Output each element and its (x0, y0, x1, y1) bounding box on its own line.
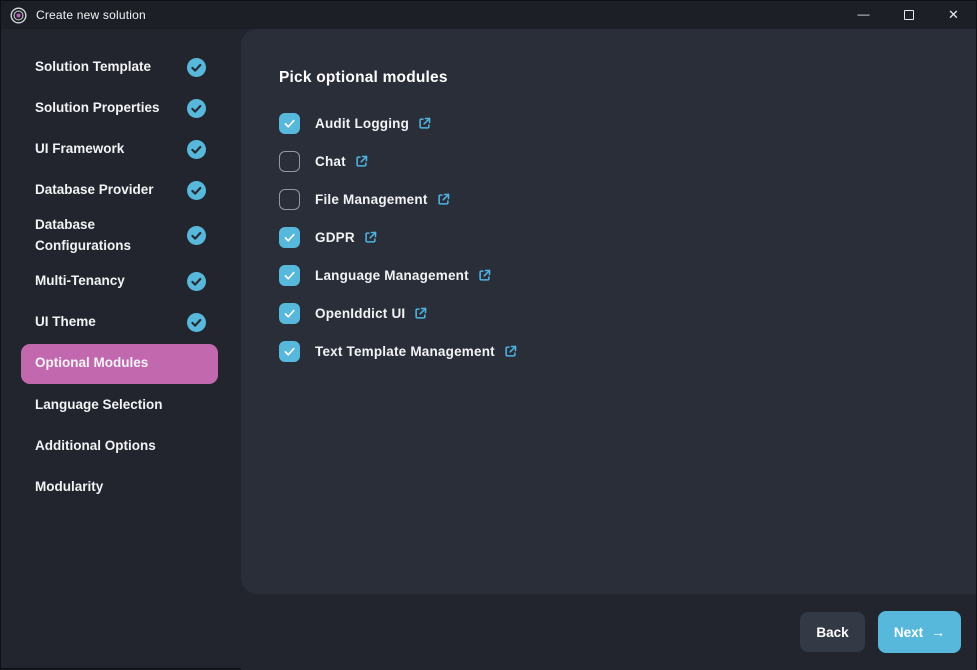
module-row-chat: Chat (279, 150, 936, 172)
sidebar-step-database-configurations[interactable]: Database Configurations (1, 211, 241, 261)
module-checkbox[interactable] (279, 112, 300, 134)
module-checkbox[interactable] (279, 340, 300, 362)
sidebar-step-additional-options[interactable]: Additional Options (1, 426, 241, 467)
sidebar-step-label: Solution Properties (35, 100, 160, 116)
module-label: Text Template Management (315, 343, 495, 359)
sidebar-step-solution-template[interactable]: Solution Template (1, 47, 241, 88)
minimize-icon: — (857, 7, 870, 21)
module-row-language-management: Language Management (279, 264, 936, 286)
module-checkbox[interactable] (279, 188, 300, 210)
external-link-icon[interactable] (413, 306, 428, 321)
sidebar-step-label: Database Provider (35, 182, 154, 198)
abp-studio-logo-icon (10, 7, 27, 23)
external-link-icon[interactable] (417, 116, 432, 131)
back-button[interactable]: Back (800, 612, 865, 652)
module-checkbox[interactable] (279, 302, 300, 324)
step-completed-check-icon (187, 140, 206, 159)
external-link-icon[interactable] (477, 268, 492, 283)
step-completed-check-icon (187, 181, 206, 200)
sidebar-step-database-provider[interactable]: Database Provider (1, 170, 241, 211)
next-button[interactable]: Next → (878, 611, 961, 653)
step-completed-check-icon (187, 271, 206, 291)
module-label: File Management (315, 191, 428, 207)
module-row-text-template-management: Text Template Management (279, 340, 936, 362)
sidebar-step-solution-properties[interactable]: Solution Properties (1, 88, 241, 129)
sidebar-step-label: Optional Modules (35, 355, 149, 371)
external-link-icon[interactable] (436, 192, 451, 207)
next-button-label: Next (893, 624, 924, 640)
close-button[interactable]: ✕ (931, 1, 976, 29)
external-link-icon[interactable] (503, 344, 518, 359)
step-completed-check-icon (187, 99, 206, 118)
sidebar-step-label: Additional Options (35, 437, 156, 453)
module-row-file-management: File Management (279, 188, 936, 210)
module-label: Chat (315, 153, 346, 169)
sidebar-step-label: Modularity (35, 478, 104, 494)
footer-actions: Back Next → (241, 594, 976, 670)
sidebar-step-modularity[interactable]: Modularity (1, 467, 241, 508)
sidebar-step-label: Database Configurations (35, 217, 131, 253)
module-label: GDPR (315, 229, 355, 245)
titlebar: Create new solution — ✕ (1, 1, 976, 29)
window-controls: — ✕ (841, 1, 976, 29)
sidebar-step-ui-framework[interactable]: UI Framework (1, 129, 241, 170)
close-icon: ✕ (948, 7, 959, 22)
maximize-icon (903, 10, 914, 20)
module-checkbox[interactable] (279, 226, 300, 248)
sidebar-step-label: UI Framework (35, 141, 125, 157)
external-link-icon[interactable] (363, 230, 378, 245)
module-label: Language Management (315, 267, 469, 283)
module-row-openiddict-ui: OpenIddict UI (279, 302, 936, 324)
step-completed-check-icon (187, 312, 206, 332)
minimize-button[interactable]: — (841, 1, 886, 29)
step-completed-check-icon (187, 58, 206, 77)
sidebar-step-label: Multi-Tenancy (35, 272, 125, 288)
module-row-audit-logging: Audit Logging (279, 112, 936, 134)
module-checkbox[interactable] (279, 264, 300, 286)
module-label: Audit Logging (315, 115, 410, 131)
module-row-gdpr: GDPR (279, 226, 936, 248)
module-label: OpenIddict UI (315, 305, 406, 321)
window-title: Create new solution (36, 8, 146, 22)
page-title: Pick optional modules (279, 69, 448, 86)
maximize-button[interactable] (886, 1, 931, 29)
step-completed-check-icon (187, 226, 206, 246)
sidebar-step-optional-modules[interactable]: Optional Modules (21, 343, 218, 384)
sidebar-step-language-selection[interactable]: Language Selection (1, 385, 241, 426)
sidebar-step-label: Solution Template (35, 59, 152, 75)
sidebar-step-label: Language Selection (35, 396, 163, 412)
arrow-right-icon: → (931, 624, 946, 640)
sidebar-step-ui-theme[interactable]: UI Theme (1, 302, 241, 343)
module-checkbox[interactable] (279, 150, 300, 172)
sidebar-step-label: UI Theme (35, 313, 96, 329)
sidebar-step-multi-tenancy[interactable]: Multi-Tenancy (1, 261, 241, 302)
external-link-icon[interactable] (354, 154, 369, 169)
